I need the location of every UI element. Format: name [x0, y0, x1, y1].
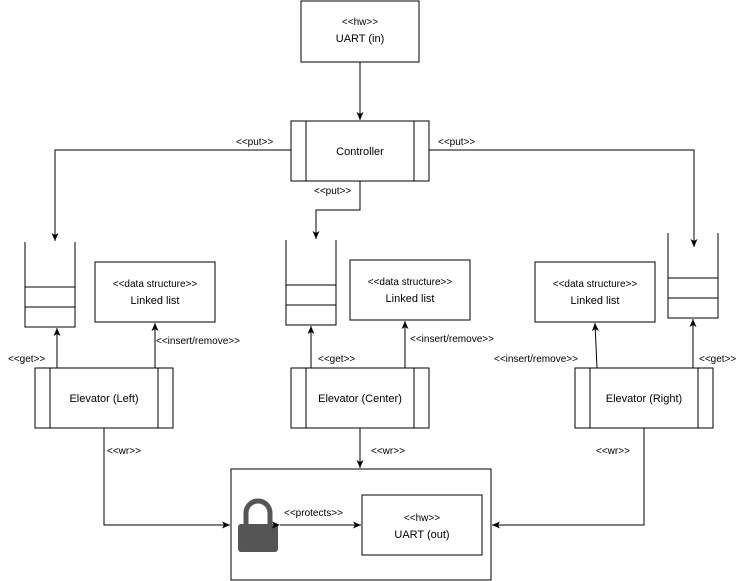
linked-list-left-stereotype: <<data structure>>: [113, 279, 198, 290]
linked-list-right: <<data structure>> Linked list: [534, 261, 656, 323]
edge-put-center: [312, 181, 361, 239]
label-wr-left: <<wr>>: [107, 446, 141, 457]
linked-list-center-stereotype: <<data structure>>: [368, 277, 453, 288]
controller-label: Controller: [336, 146, 384, 158]
elevator-left-label: Elevator (Left): [69, 393, 138, 405]
queue-right: [667, 233, 719, 319]
elevator-center-node: Elevator (Center): [290, 367, 430, 429]
connectors: [51, 62, 698, 529]
uart-in-label: UART (in): [336, 33, 385, 45]
controller-node: Controller: [290, 120, 430, 182]
edge-wr-right: [492, 428, 645, 529]
edge-insert-right: [591, 322, 599, 369]
label-wr-right: <<wr>>: [596, 446, 630, 457]
uart-out-node: <<hw>> UART (out): [361, 494, 483, 556]
edge-labels: <<put>> <<put>> <<put>> <<get>> <<insert…: [8, 137, 736, 519]
linked-list-left-label: Linked list: [131, 295, 180, 307]
edge-put-right: [429, 149, 698, 247]
uart-in-node: <<hw>> UART (in): [300, 0, 420, 63]
elevator-center-label: Elevator (Center): [318, 393, 402, 405]
label-protects: <<protects>>: [284, 508, 343, 519]
elevator-right-label: Elevator (Right): [606, 393, 682, 405]
label-wr-center: <<wr>>: [371, 446, 405, 457]
linked-list-right-stereotype: <<data structure>>: [553, 279, 638, 290]
edge-wr-left: [103, 428, 230, 529]
uart-in-stereotype: <<hw>>: [342, 17, 378, 28]
label-put-right: <<put>>: [438, 137, 475, 148]
label-get-right: <<get>>: [699, 354, 736, 365]
linked-list-center: <<data structure>> Linked list: [349, 259, 471, 321]
queue-left: [24, 242, 76, 328]
lock-icon: [238, 498, 278, 552]
uart-out-stereotype: <<hw>>: [404, 513, 440, 524]
label-insert-center: <<insert/remove>>: [410, 334, 494, 345]
edge-put-left: [51, 149, 291, 241]
queue-center: [285, 240, 337, 326]
uart-out-label: UART (out): [394, 529, 449, 541]
label-get-center: <<get>>: [318, 354, 355, 365]
linked-list-right-label: Linked list: [571, 295, 620, 307]
label-insert-right: <<insert/remove>>: [494, 354, 578, 365]
label-put-left: <<put>>: [236, 137, 273, 148]
label-get-left: <<get>>: [8, 354, 45, 365]
linked-list-center-label: Linked list: [386, 293, 435, 305]
label-put-center: <<put>>: [314, 186, 351, 197]
linked-list-left: <<data structure>> Linked list: [94, 261, 216, 323]
elevator-right-node: Elevator (Right): [574, 367, 714, 429]
elevator-left-node: Elevator (Left): [34, 367, 174, 429]
label-insert-left: <<insert/remove>>: [156, 336, 240, 347]
